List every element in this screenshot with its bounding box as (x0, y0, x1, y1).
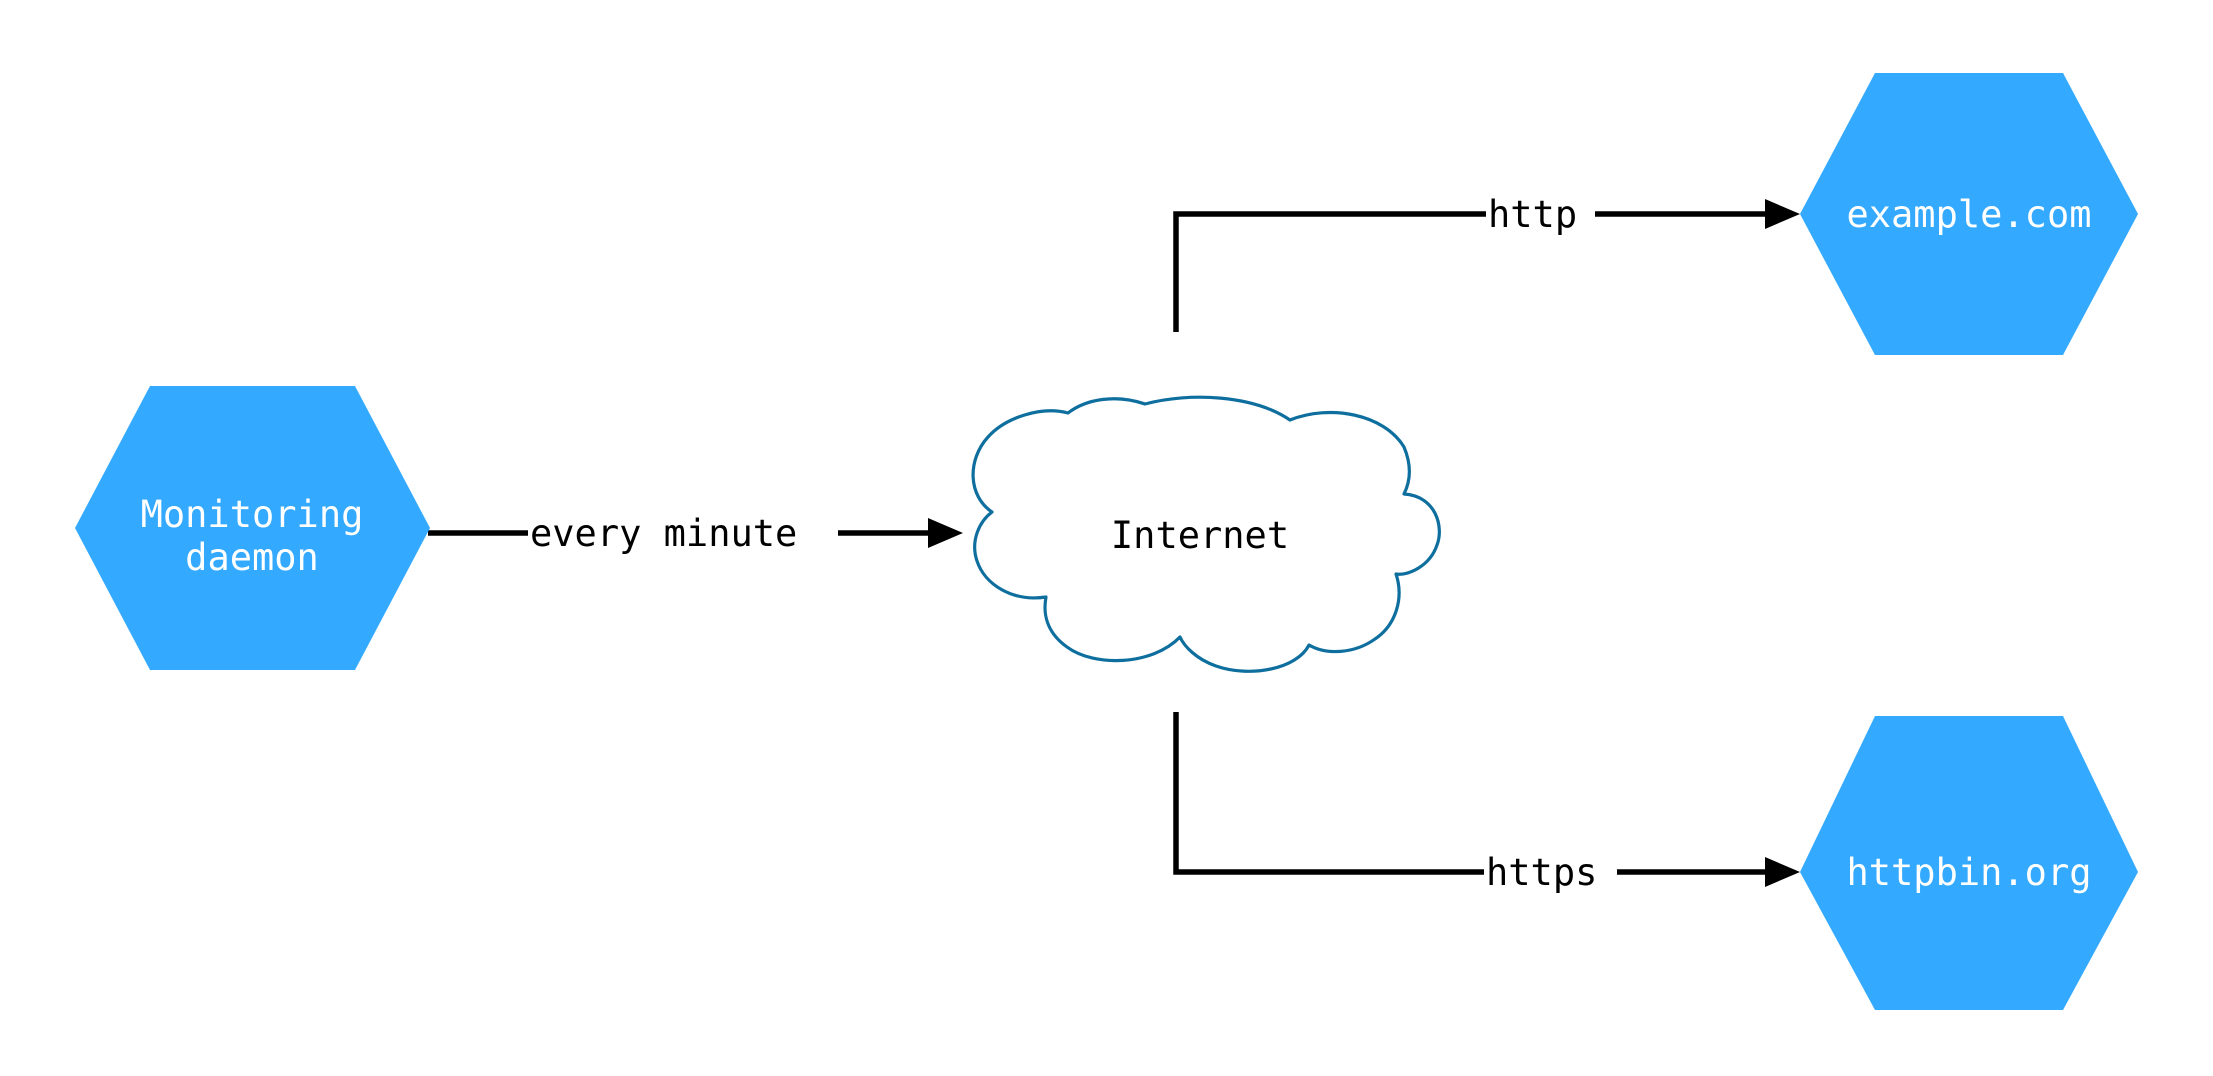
edge-label-every-minute: every minute (530, 512, 797, 555)
edge-elbow-http (1173, 211, 1486, 332)
edge-label-https: https (1486, 851, 1597, 894)
node-internet[interactable]: Internet (971, 395, 1441, 673)
arrow-head-icon (1765, 199, 1800, 229)
node-monitoring-daemon[interactable]: Monitoring daemon (75, 386, 430, 670)
arrow-head-icon (1765, 857, 1800, 887)
hexagon-shape (75, 386, 430, 670)
node-label-line1: Monitoring (141, 493, 364, 536)
hexagon-shape (1800, 716, 2138, 1010)
node-example-com[interactable]: example.com (1800, 73, 2138, 355)
edge-elbow-https (1173, 712, 1484, 875)
edge-internet-to-example: http (1173, 193, 1800, 332)
node-label-line2: daemon (185, 536, 319, 579)
node-label-example-com: example.com (1846, 193, 2091, 236)
arrow-head-icon (928, 518, 963, 548)
node-httpbin-org[interactable]: httpbin.org (1800, 716, 2138, 1010)
cloud-shape-icon (971, 395, 1441, 673)
node-label-internet: Internet (1111, 514, 1289, 557)
edge-daemon-to-internet: every minute (428, 512, 963, 555)
edge-label-http: http (1488, 193, 1577, 236)
edge-internet-to-httpbin: https (1173, 712, 1800, 894)
hexagon-shape (1800, 73, 2138, 355)
node-label-httpbin-org: httpbin.org (1846, 851, 2091, 894)
